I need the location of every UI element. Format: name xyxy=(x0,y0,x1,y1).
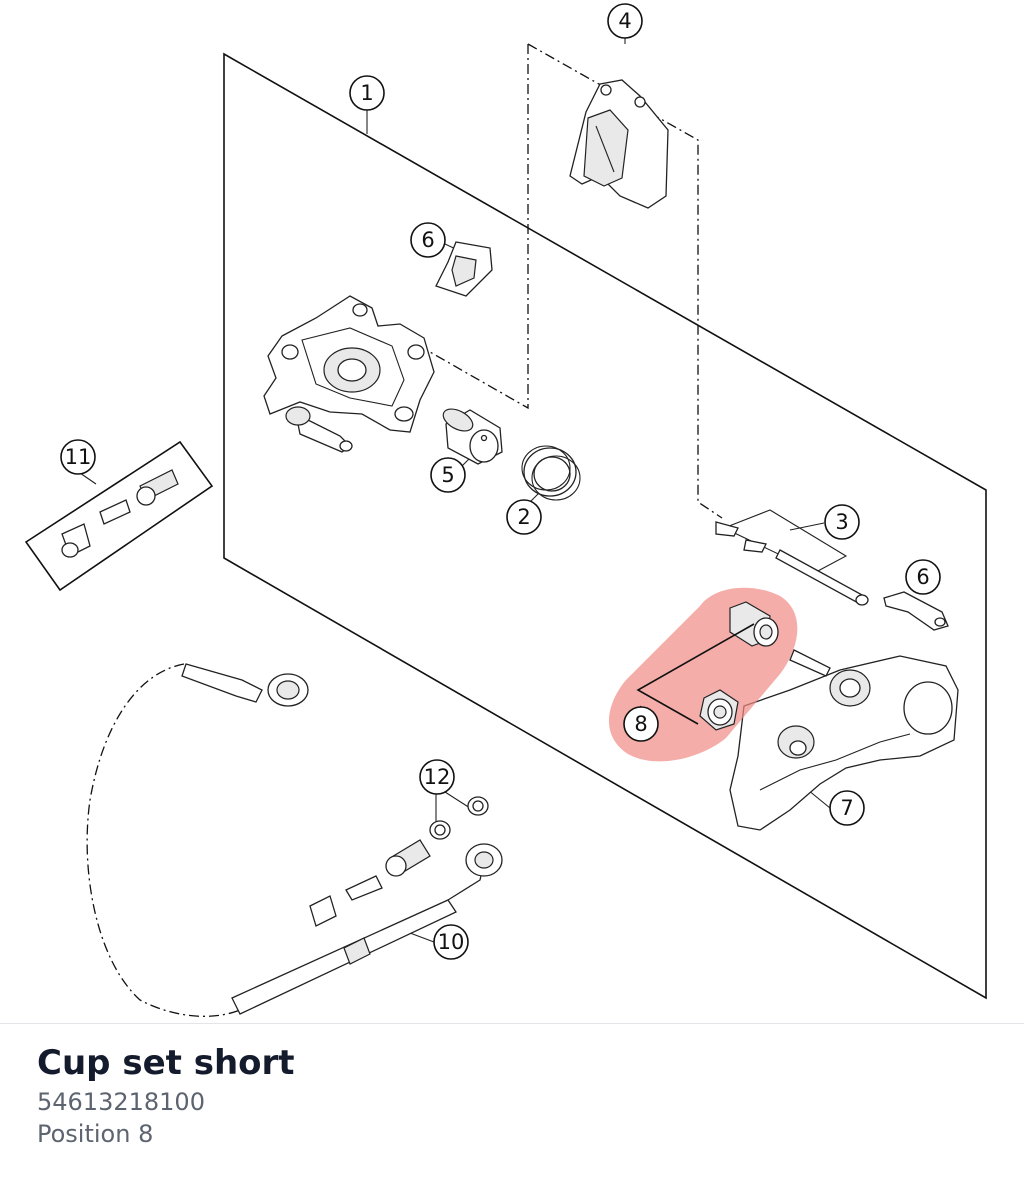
pad-spring-right xyxy=(883,591,949,631)
caliper-support xyxy=(729,649,959,831)
cup-set xyxy=(636,601,779,731)
svg-text:2: 2 xyxy=(517,505,530,529)
svg-text:4: 4 xyxy=(618,9,631,33)
callout-10[interactable]: 10 xyxy=(433,924,469,960)
fitting-set xyxy=(61,469,179,558)
svg-text:10: 10 xyxy=(438,930,465,954)
brake-hose-upper xyxy=(181,663,309,707)
brake-hose-dashed-route xyxy=(86,663,241,1017)
svg-text:5: 5 xyxy=(441,463,454,487)
leader-3 xyxy=(789,522,825,531)
leader-11 xyxy=(79,472,97,485)
caliper-body xyxy=(263,295,435,453)
callout-2[interactable]: 2 xyxy=(506,499,542,535)
pad-pin xyxy=(715,521,869,606)
callout-6-right[interactable]: 6 xyxy=(905,559,941,595)
callout-6-top[interactable]: 6 xyxy=(410,222,446,258)
brake-pads xyxy=(569,79,669,209)
banjo-bolt-washers xyxy=(309,796,489,927)
callout-11[interactable]: 11 xyxy=(60,439,96,475)
leader-7 xyxy=(807,789,831,809)
callout-8[interactable]: 8 xyxy=(623,706,659,742)
pad-spring-top xyxy=(435,241,493,297)
part-name: Cup set short xyxy=(37,1043,295,1083)
part-position: Position 8 xyxy=(37,1120,154,1148)
svg-text:1: 1 xyxy=(360,81,373,105)
fitting-group-frame-11 xyxy=(24,440,214,592)
piston xyxy=(442,408,503,465)
assembly-frame xyxy=(223,52,987,1000)
callout-1[interactable]: 1 xyxy=(349,75,385,111)
svg-text:6: 6 xyxy=(421,228,434,252)
callout-4[interactable]: 4 xyxy=(607,3,643,39)
brake-line-lower xyxy=(231,843,503,1015)
callout-7[interactable]: 7 xyxy=(829,790,865,826)
svg-text:8: 8 xyxy=(634,712,647,736)
callout-3[interactable]: 3 xyxy=(824,504,860,540)
exploded-parts-diagram: 1 2 3 4 5 6 6 7 8 10 11 12 xyxy=(24,3,987,1017)
part-number: 54613218100 xyxy=(37,1088,205,1116)
divider xyxy=(0,1023,1024,1024)
seal-rings xyxy=(521,445,581,501)
svg-text:3: 3 xyxy=(835,510,848,534)
callout-5[interactable]: 5 xyxy=(430,457,466,493)
callout-12[interactable]: 12 xyxy=(419,759,455,795)
svg-text:12: 12 xyxy=(424,765,451,789)
part-info-panel: Cup set short 54613218100 Position 8 xyxy=(37,1040,997,1150)
pad-group-dashed-frame-left xyxy=(429,44,529,410)
svg-text:11: 11 xyxy=(65,445,92,469)
svg-text:6: 6 xyxy=(916,565,929,589)
svg-text:7: 7 xyxy=(840,796,853,820)
leader-12b xyxy=(444,791,471,809)
